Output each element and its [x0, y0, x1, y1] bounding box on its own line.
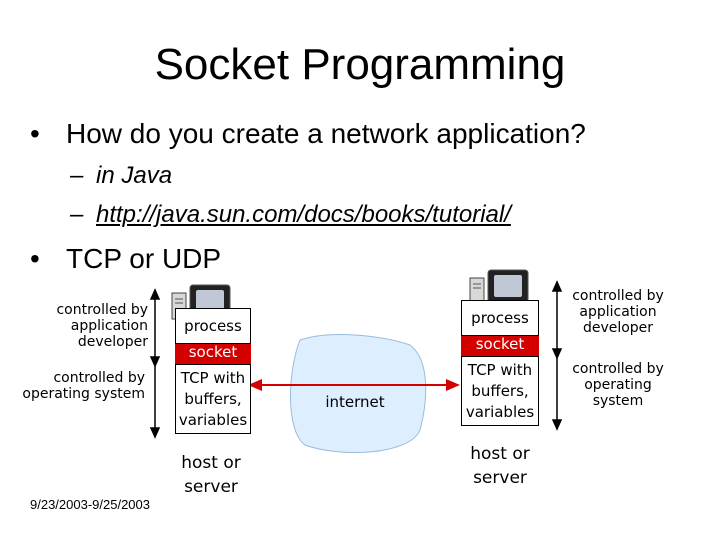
left-socket-label: socket: [175, 344, 251, 364]
left-tcp-box: TCP with buffers, variables: [175, 364, 251, 434]
sub-bullet-2: –http://java.sun.com/docs/books/tutorial…: [70, 201, 511, 229]
bullet-item-1: • How do you create a network application…: [30, 118, 586, 150]
slide-title: Socket Programming: [154, 40, 566, 89]
right-os-arrow: [551, 358, 563, 431]
right-process-box: process: [461, 300, 539, 336]
left-app-arrow: [149, 288, 161, 368]
sub-bullet-text: in Java: [96, 162, 173, 189]
right-app-arrow: [551, 280, 563, 360]
bullet-marker: •: [30, 118, 40, 149]
bullet-text: TCP or UDP: [66, 243, 222, 274]
left-tcp-label: TCP with buffers, variables: [178, 368, 248, 429]
right-label-app: controlled by application developer: [572, 288, 664, 336]
right-host-label: host or server: [470, 444, 530, 488]
computer-icon: [469, 269, 529, 307]
right-tcp-label: TCP with buffers, variables: [465, 360, 535, 421]
right-process-label: process: [471, 309, 529, 327]
left-host-label: host or server: [181, 453, 241, 497]
internet-label: internet: [325, 393, 385, 411]
connection-arrow: [248, 379, 460, 391]
right-socket-label: socket: [461, 336, 539, 356]
slide-footer-date: 9/23/2003-9/25/2003: [30, 497, 150, 512]
bullet-marker: •: [30, 243, 40, 274]
left-process-label: process: [184, 317, 242, 335]
left-os-arrow: [149, 366, 161, 439]
right-tcp-box: TCP with buffers, variables: [461, 356, 539, 426]
sub-bullet-1: –in Java: [70, 162, 172, 190]
bullet-text: How do you create a network application?: [66, 118, 586, 149]
dash-marker: –: [70, 162, 84, 189]
left-label-app: controlled by application developer: [56, 302, 148, 350]
tutorial-link[interactable]: http://java.sun.com/docs/books/tutorial/: [96, 201, 511, 228]
internet-cloud: [290, 334, 427, 453]
dash-marker: –: [70, 201, 84, 228]
left-process-box: process: [175, 308, 251, 344]
bullet-item-2: • TCP or UDP: [30, 243, 221, 275]
right-label-os: controlled by operating system: [572, 361, 664, 409]
left-label-os: controlled by operating system: [22, 370, 145, 402]
